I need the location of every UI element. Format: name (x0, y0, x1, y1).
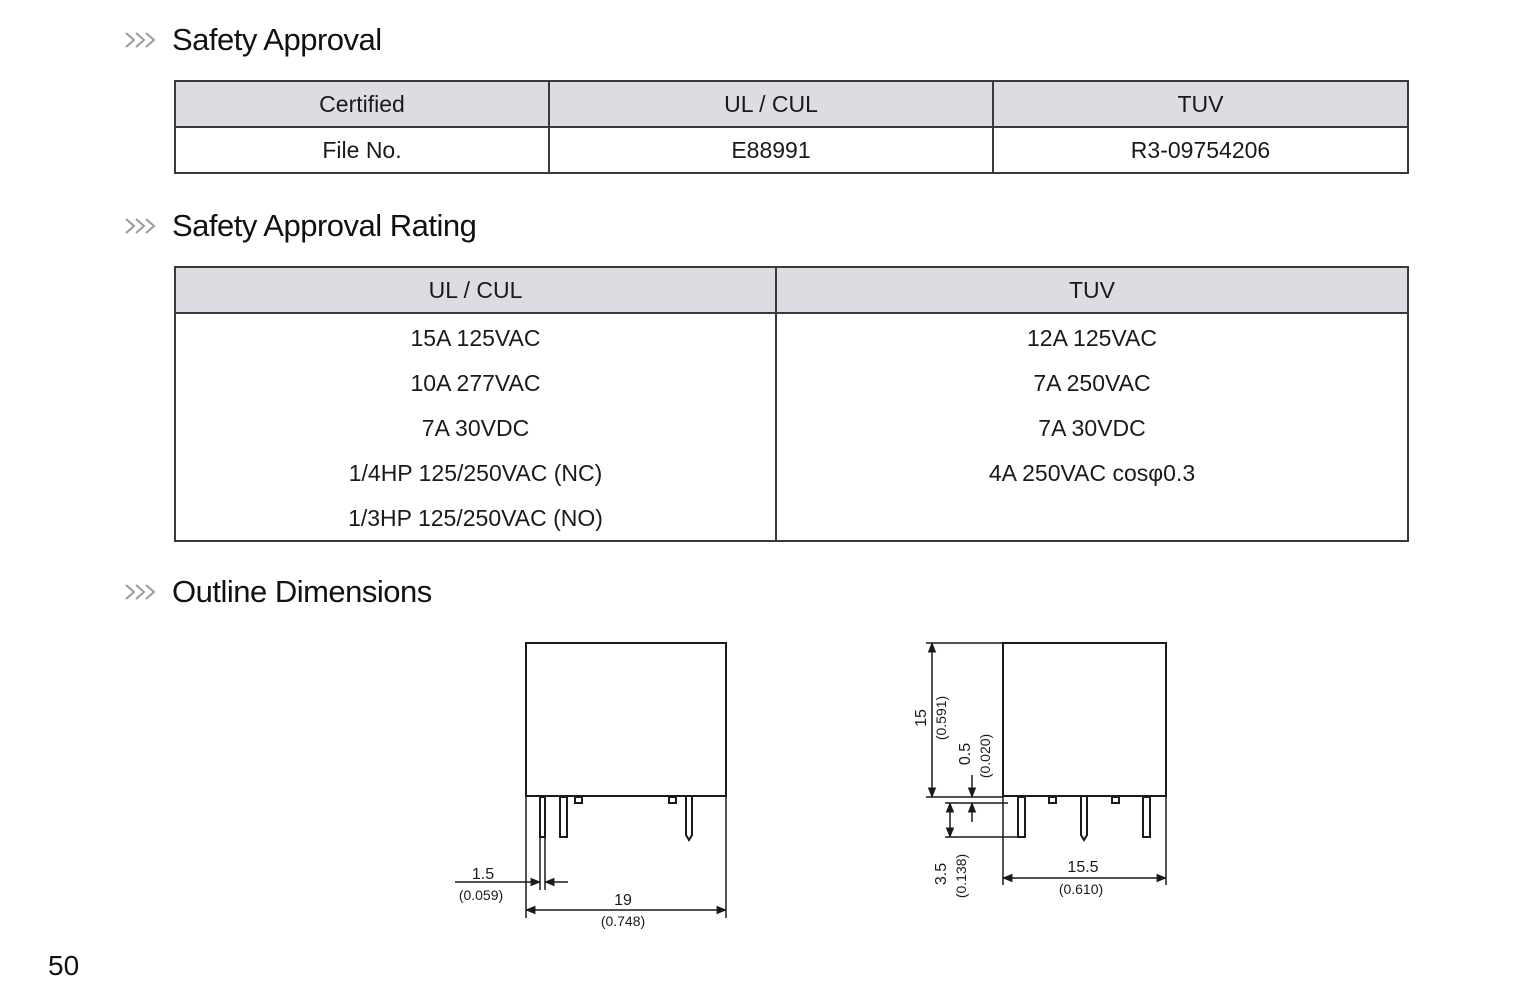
table-cell: R3-09754206 (992, 126, 1409, 174)
relay-pin (539, 796, 546, 838)
relay-pin (685, 797, 693, 842)
chevron-right-icon (125, 218, 156, 234)
section-title: Safety Approval (172, 22, 382, 57)
table-header-cell: Certified (174, 80, 550, 128)
table-header-row: UL / CUL TUV (174, 266, 1409, 314)
side-view-drawing (926, 641, 1168, 885)
table-row: File No. E88991 R3-09754206 (174, 126, 1409, 174)
dimension-label: (0.591) (933, 696, 949, 740)
dimension-label: (0.138) (953, 854, 969, 898)
ul-cul-ratings-cell: 15A 125VAC 10A 277VAC 7A 30VDC 1/4HP 125… (174, 312, 777, 542)
dimension-label: 3.5 (933, 863, 950, 885)
rating-line: 1/3HP 125/250VAC (NO) (348, 505, 603, 531)
safety-approval-rating-heading: Safety Approval Rating (124, 208, 477, 244)
dimension-label: 19 (614, 892, 632, 909)
rating-line: 10A 277VAC (410, 370, 541, 396)
relay-pin-stub (574, 796, 583, 804)
rating-line: 7A 30VDC (1038, 415, 1146, 441)
table-header-cell: TUV (992, 80, 1409, 128)
chevron-right-icon (125, 584, 156, 600)
rating-line: 1/4HP 125/250VAC (NC) (348, 460, 603, 486)
relay-pin (1080, 797, 1088, 842)
front-view-drawing (455, 642, 728, 918)
dimension-label: 15 (913, 709, 930, 727)
relay-pin (1017, 796, 1026, 838)
dimension-label: (0.748) (601, 913, 645, 929)
rating-line: 15A 125VAC (410, 325, 541, 351)
tuv-ratings-cell: 12A 125VAC 7A 250VAC 7A 30VDC 4A 250VAC … (775, 312, 1409, 542)
section-title: Safety Approval Rating (172, 208, 477, 243)
dimension-label: 0.5 (957, 743, 974, 765)
relay-body-outline (525, 642, 727, 797)
relay-pin (1142, 796, 1151, 838)
relay-pin-stub (668, 796, 677, 804)
table-row: 15A 125VAC 10A 277VAC 7A 30VDC 1/4HP 125… (174, 312, 1409, 542)
chevron-right-icon (125, 32, 156, 48)
safety-approval-table: Certified UL / CUL TUV File No. E88991 R… (174, 80, 1409, 174)
dimension-label: (0.020) (977, 734, 993, 778)
relay-pin-stub (1111, 796, 1120, 804)
table-header-cell: TUV (775, 266, 1409, 314)
rating-line: 12A 125VAC (1026, 325, 1157, 351)
safety-approval-rating-table: UL / CUL TUV 15A 125VAC 10A 277VAC 7A 30… (174, 266, 1409, 542)
table-header-row: Certified UL / CUL TUV (174, 80, 1409, 128)
rating-line: 7A 250VAC (1033, 370, 1151, 396)
rating-line: 4A 250VAC cosφ0.3 (988, 460, 1196, 486)
relay-body-outline (1002, 642, 1167, 797)
dimension-label: 1.5 (472, 866, 494, 883)
table-header-cell: UL / CUL (174, 266, 777, 314)
relay-pin (559, 796, 568, 838)
dimension-label: (0.610) (1059, 881, 1103, 897)
relay-pin-stub (1048, 796, 1057, 804)
table-cell: File No. (174, 126, 550, 174)
table-cell: E88991 (548, 126, 994, 174)
section-title: Outline Dimensions (172, 574, 432, 609)
dimension-label: 15.5 (1067, 859, 1098, 876)
safety-approval-heading: Safety Approval (124, 22, 382, 58)
outline-dimensions-heading: Outline Dimensions (124, 574, 432, 610)
table-header-cell: UL / CUL (548, 80, 994, 128)
rating-line: 7A 30VDC (421, 415, 530, 441)
dimension-label: (0.059) (459, 887, 503, 903)
page-number: 50 (48, 950, 80, 981)
